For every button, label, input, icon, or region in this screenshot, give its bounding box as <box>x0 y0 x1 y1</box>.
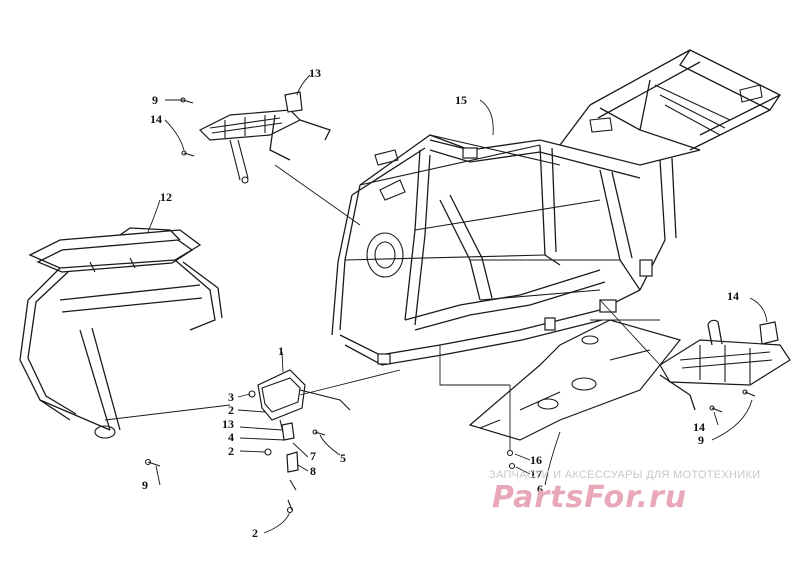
callout-6: 6 <box>537 482 543 496</box>
callout-15: 15 <box>455 93 467 107</box>
callout-14-rear-footrest: 14 <box>693 420 705 434</box>
callout-12: 14 <box>727 289 739 303</box>
callout-2-lower: 2 <box>252 526 258 540</box>
fasteners <box>144 97 756 470</box>
callout-11: 13 <box>309 66 321 80</box>
callout-13: 13 <box>222 417 234 431</box>
callout-10: 12 <box>160 190 172 204</box>
callout-1: 1 <box>278 344 284 358</box>
callout-7: 7 <box>310 449 316 463</box>
callout-leaders <box>147 74 768 534</box>
front-footrest <box>198 91 331 184</box>
front-rack <box>19 227 223 439</box>
callout-8: 8 <box>310 464 316 478</box>
callout-17: 17 <box>530 467 542 481</box>
headlight-assembly <box>248 369 351 514</box>
callout-2-upper: 2 <box>228 403 234 417</box>
callout-9-rear-footrest: 9 <box>698 433 704 447</box>
main-frame <box>331 49 781 366</box>
skid-plate <box>468 319 682 441</box>
callout-2-middle: 2 <box>228 444 234 458</box>
callout-14-front-footrest: 14 <box>150 112 162 126</box>
watermark-logo: PartsFor.ru <box>492 480 688 515</box>
callout-4: 4 <box>228 430 234 444</box>
callout-9-front-rack: 9 <box>142 478 148 492</box>
assembly-lines <box>104 164 661 450</box>
callout-9-front-footrest: 9 <box>152 93 158 107</box>
watermark-tagline: ЗАПЧАСТИ И АКСЕССУАРЫ ДЛЯ МОТОТЕХНИКИ <box>489 469 761 481</box>
rear-footrest <box>659 319 791 411</box>
callout-3: 3 <box>228 390 234 404</box>
callout-labels: 15 13 9 14 12 1 3 2 13 4 2 5 7 8 2 9 14 … <box>142 66 739 540</box>
callout-16: 16 <box>530 453 542 467</box>
callout-5: 5 <box>340 451 346 465</box>
